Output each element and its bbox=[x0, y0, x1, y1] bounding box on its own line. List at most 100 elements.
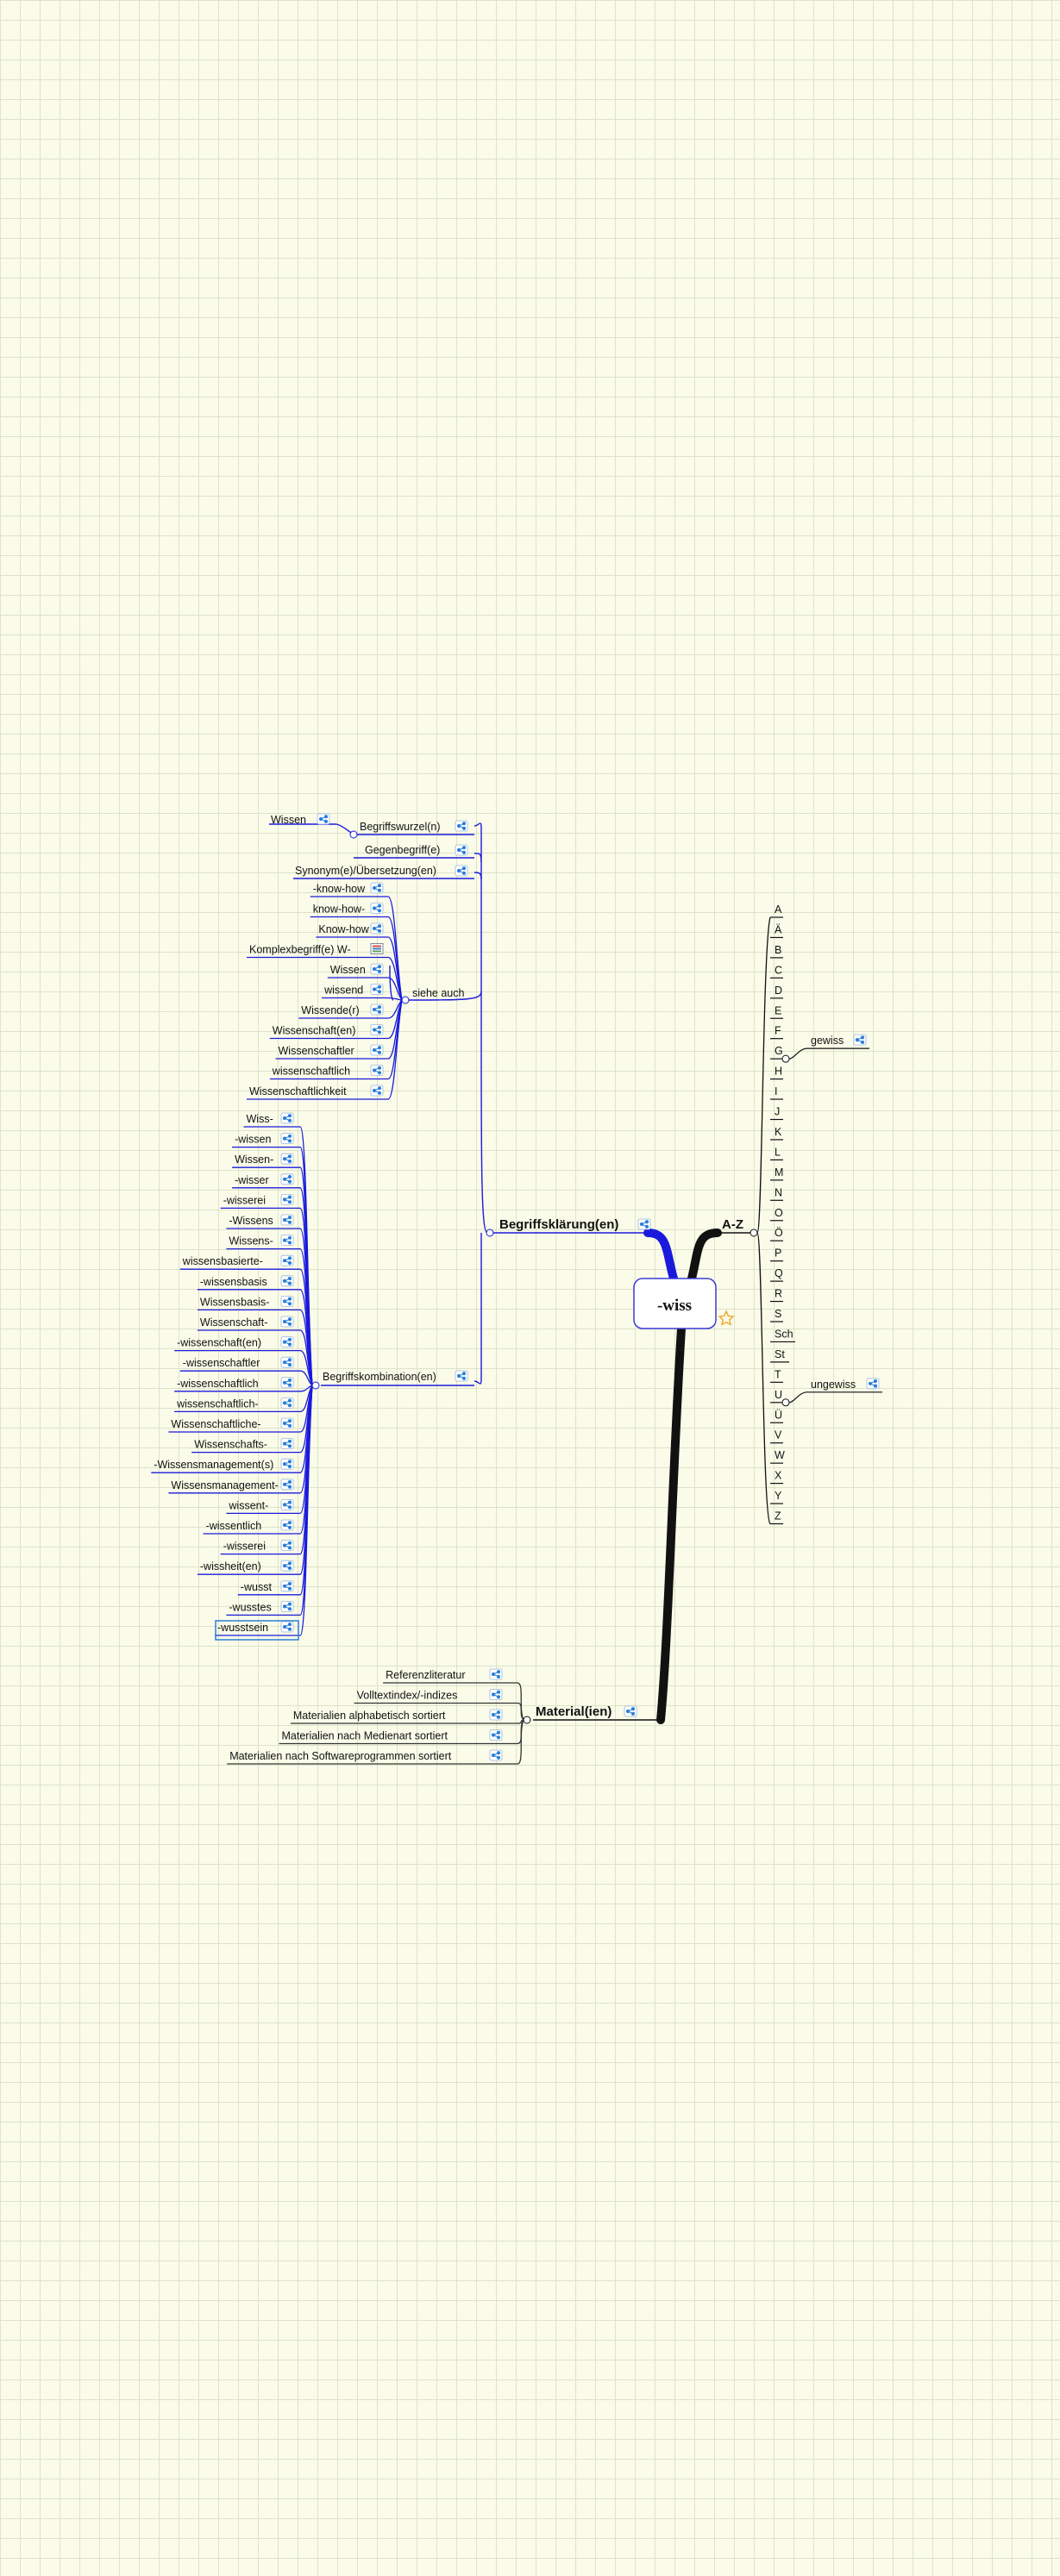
az-letter-label[interactable]: Ö bbox=[775, 1227, 783, 1239]
central-node[interactable] bbox=[633, 1278, 717, 1329]
link-icon[interactable] bbox=[370, 1024, 384, 1035]
begriffswurzel-label[interactable]: Begriffswurzel(n) bbox=[360, 821, 441, 833]
link-icon[interactable] bbox=[280, 1397, 294, 1409]
link-icon[interactable] bbox=[280, 1519, 294, 1531]
list-item-label[interactable]: Wissensbasis- bbox=[200, 1296, 270, 1308]
az-letter-label[interactable]: E bbox=[775, 1004, 781, 1016]
link-icon[interactable] bbox=[455, 1370, 468, 1382]
collapse-toggle-icon[interactable] bbox=[349, 830, 358, 839]
list-item-label[interactable]: -wisserei bbox=[223, 1194, 266, 1206]
link-icon[interactable] bbox=[853, 1034, 867, 1046]
az-letter-label[interactable]: K bbox=[775, 1126, 782, 1138]
az-letter-label[interactable]: Z bbox=[775, 1510, 781, 1522]
list-item-label[interactable]: Materialien nach Medienart sortiert bbox=[282, 1730, 448, 1742]
az-letter-label[interactable]: F bbox=[775, 1025, 781, 1037]
link-icon[interactable] bbox=[280, 1112, 294, 1124]
list-item-label[interactable]: -wissentlich bbox=[206, 1520, 262, 1532]
list-item-label[interactable]: Wissenschaftler bbox=[279, 1045, 354, 1057]
az-label[interactable]: A-Z bbox=[722, 1217, 743, 1232]
list-item-label[interactable]: -wissen bbox=[235, 1134, 271, 1146]
list-item-label[interactable]: Wissenschaft(en) bbox=[273, 1025, 356, 1037]
synonym-label[interactable]: Synonym(e)/Übersetzung(en) bbox=[295, 865, 436, 877]
link-icon[interactable] bbox=[280, 1254, 294, 1266]
link-icon[interactable] bbox=[280, 1193, 294, 1205]
link-icon[interactable] bbox=[489, 1729, 503, 1741]
link-icon[interactable] bbox=[280, 1336, 294, 1348]
link-icon[interactable] bbox=[489, 1709, 503, 1721]
az-letter-label[interactable]: X bbox=[775, 1470, 782, 1482]
collapse-toggle-icon[interactable] bbox=[750, 1229, 758, 1237]
list-item-label[interactable]: Know-how bbox=[318, 923, 369, 935]
az-letter-label[interactable]: T bbox=[775, 1368, 781, 1380]
az-child-label[interactable]: gewiss bbox=[811, 1035, 844, 1047]
link-icon[interactable] bbox=[280, 1316, 294, 1328]
az-letter-label[interactable]: A bbox=[775, 903, 782, 916]
begriffskombination-label[interactable]: Begriffskombination(en) bbox=[323, 1371, 436, 1383]
list-item-label[interactable]: Materialien alphabetisch sortiert bbox=[293, 1710, 446, 1722]
az-letter-label[interactable]: V bbox=[775, 1429, 782, 1441]
list-item-label[interactable]: wissenschaftlich bbox=[272, 1066, 350, 1078]
link-icon[interactable] bbox=[370, 922, 384, 935]
link-icon[interactable] bbox=[280, 1560, 294, 1572]
collapse-toggle-icon[interactable] bbox=[781, 1398, 790, 1407]
link-icon[interactable] bbox=[489, 1668, 503, 1680]
list-item-label[interactable]: Wissenschafts- bbox=[194, 1439, 267, 1451]
list-item-label[interactable]: -wissheit(en) bbox=[200, 1560, 261, 1572]
list-item-label[interactable]: -wisserei bbox=[223, 1541, 266, 1553]
list-item-label[interactable]: Wissen- bbox=[235, 1154, 273, 1166]
az-letter-label[interactable]: Ä bbox=[775, 923, 782, 935]
link-icon[interactable] bbox=[280, 1498, 294, 1510]
link-icon[interactable] bbox=[280, 1580, 294, 1592]
list-item-label[interactable]: -wusstes bbox=[229, 1601, 271, 1613]
link-icon[interactable] bbox=[280, 1621, 294, 1633]
az-letter-label[interactable]: C bbox=[775, 964, 782, 976]
siehe-auch-label[interactable]: siehe auch bbox=[412, 987, 465, 999]
link-icon[interactable] bbox=[317, 813, 330, 825]
az-letter-label[interactable]: L bbox=[775, 1146, 781, 1158]
list-item-label[interactable]: -wissenschaft(en) bbox=[177, 1337, 261, 1349]
list-item-label[interactable]: -wusst bbox=[241, 1581, 273, 1593]
link-icon[interactable] bbox=[370, 1004, 384, 1016]
az-letter-label[interactable]: M bbox=[775, 1166, 783, 1179]
link-icon[interactable] bbox=[280, 1540, 294, 1552]
list-item-label[interactable]: -wissenschaftler bbox=[183, 1357, 260, 1369]
list-item-label[interactable]: wissent- bbox=[228, 1499, 268, 1511]
list-item-label[interactable]: Wissensmanagement- bbox=[171, 1479, 278, 1491]
link-icon[interactable] bbox=[280, 1356, 294, 1368]
list-item-label[interactable]: know-how- bbox=[313, 903, 365, 916]
link-icon[interactable] bbox=[370, 1065, 384, 1076]
list-item-label[interactable]: Wissenschaftlichkeit bbox=[249, 1085, 347, 1097]
list-item-label[interactable]: Wissende(r) bbox=[301, 1004, 359, 1016]
link-icon[interactable] bbox=[866, 1378, 880, 1390]
link-icon[interactable] bbox=[370, 1085, 384, 1097]
link-icon[interactable] bbox=[280, 1214, 294, 1226]
link-icon[interactable] bbox=[280, 1295, 294, 1307]
link-icon[interactable] bbox=[280, 1479, 294, 1491]
list-item-label[interactable]: Volltextindex/-indizes bbox=[357, 1690, 458, 1702]
link-icon[interactable] bbox=[280, 1173, 294, 1185]
link-icon[interactable] bbox=[280, 1275, 294, 1287]
materialien-label[interactable]: Material(ien) bbox=[536, 1704, 612, 1719]
az-child-label[interactable]: ungewiss bbox=[811, 1379, 856, 1391]
collapse-toggle-icon[interactable] bbox=[781, 1054, 790, 1063]
az-letter-label[interactable]: N bbox=[775, 1186, 782, 1198]
list-item-label[interactable]: -Wissens bbox=[229, 1215, 273, 1227]
az-letter-label[interactable]: Sch bbox=[775, 1328, 793, 1340]
link-icon[interactable] bbox=[637, 1218, 651, 1230]
list-item-label[interactable]: Referenzliteratur bbox=[386, 1669, 465, 1681]
collapse-toggle-icon[interactable] bbox=[486, 1229, 494, 1237]
link-icon[interactable] bbox=[280, 1417, 294, 1429]
list-item-label[interactable]: -wusstsein bbox=[217, 1622, 268, 1634]
az-letter-label[interactable]: B bbox=[775, 944, 781, 956]
az-letter-label[interactable]: U bbox=[775, 1389, 782, 1401]
link-icon[interactable] bbox=[489, 1689, 503, 1700]
az-letter-label[interactable]: O bbox=[775, 1207, 783, 1219]
az-letter-label[interactable]: Y bbox=[775, 1490, 782, 1502]
link-icon[interactable] bbox=[624, 1705, 637, 1717]
az-letter-label[interactable]: P bbox=[775, 1247, 781, 1260]
list-item-label[interactable]: -know-how bbox=[313, 883, 366, 895]
list-item-label[interactable]: wissenschaftlich- bbox=[176, 1397, 258, 1410]
list-item-label[interactable]: Wiss- bbox=[247, 1113, 273, 1125]
collapse-toggle-icon[interactable] bbox=[523, 1716, 531, 1724]
link-icon[interactable] bbox=[455, 865, 468, 877]
